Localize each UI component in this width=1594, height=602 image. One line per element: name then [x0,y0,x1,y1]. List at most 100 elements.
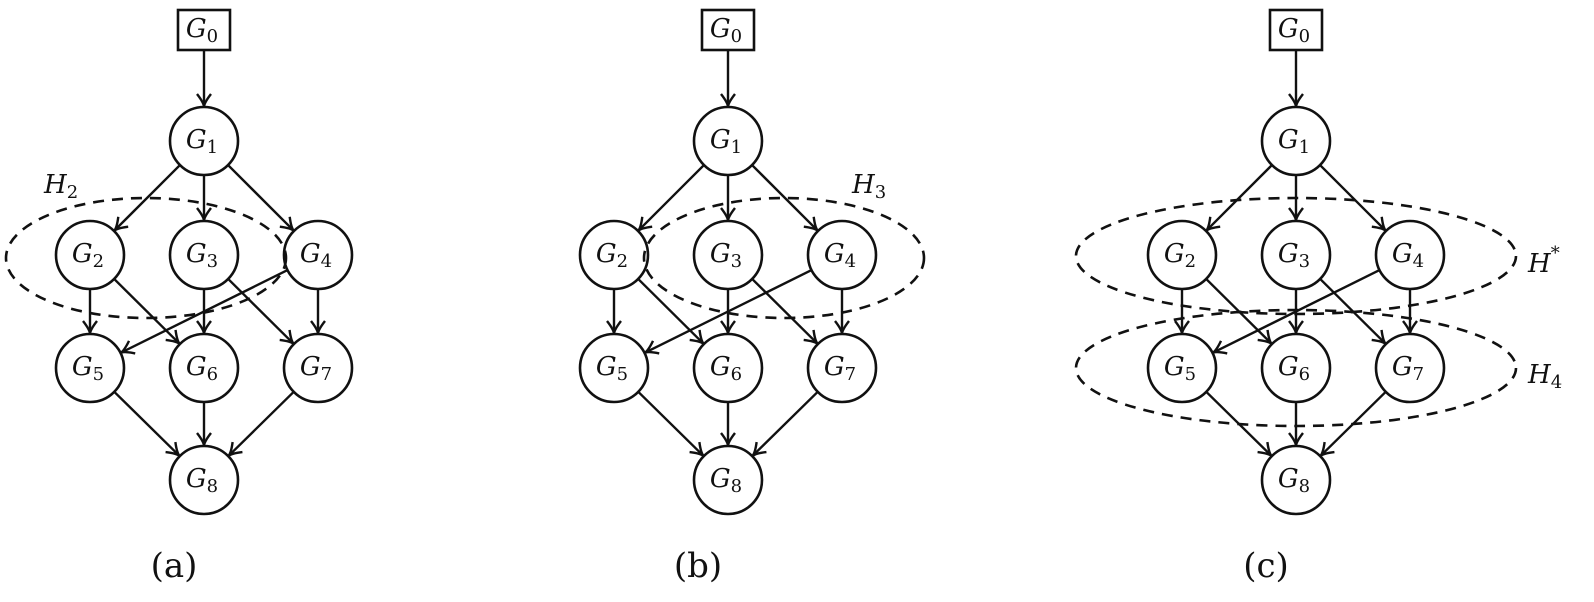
node-g2-label-sub: 2 [617,251,628,272]
group-label-h3: H3 [851,170,886,203]
node-g8-label-main: G [1278,464,1299,494]
node-g8-circle [1260,444,1332,516]
node-g4-circle [282,219,354,291]
edge-g5-g8 [113,390,181,458]
node-g4-label: G4 [1392,239,1424,272]
node-g4-label-main: G [300,239,321,269]
node-g5-label-sub: 5 [1185,364,1196,385]
node-g3-label: G3 [710,239,742,272]
edge-g1-g2 [113,164,181,232]
node-g8-label: G8 [1278,464,1310,497]
node-g4-label: G4 [824,239,856,272]
node-g5-label-main: G [1164,352,1185,382]
node-g5-label: G5 [596,352,628,385]
node-g5-circle [1146,332,1218,404]
node-g3-label: G3 [186,239,218,272]
node-g2-label: G2 [72,239,104,272]
node-g2-label-main: G [1164,239,1185,269]
group-ellipse-h4 [1074,308,1518,428]
node-g7-label-sub: 7 [321,364,332,385]
node-g3-label-sub: 3 [207,251,218,272]
node-g8-label: G8 [186,464,218,497]
group-label-hstar: H* [1527,243,1560,279]
node-g0-label: G0 [1278,14,1310,47]
node-g6-label: G6 [186,352,218,385]
node-g8-label-main: G [710,464,731,494]
node-g1-label: G1 [186,125,218,158]
node-g1-label-sub: 1 [731,137,742,158]
node-g5-circle [54,332,126,404]
node-g8-label-main: G [186,464,207,494]
node-g3-label-main: G [1278,239,1299,269]
node-g4-circle [806,219,878,291]
node-g7-label-main: G [1392,352,1413,382]
node-g0-label: G0 [186,14,218,47]
node-g6-circle [692,332,764,404]
node-g4-label-sub: 4 [1413,251,1424,272]
group-ellipse-hstar [1074,196,1518,316]
node-g7-label-sub: 7 [1413,364,1424,385]
node-g0-box [700,8,756,52]
node-g5-label-sub: 5 [617,364,628,385]
node-g7-circle [1374,332,1446,404]
edge-g1-g2 [1205,164,1273,232]
node-g5-label: G5 [1164,352,1196,385]
node-g4-label-main: G [1392,239,1413,269]
node-g1-circle [692,105,764,177]
node-g0-label-sub: 0 [207,26,218,47]
edge-g5-g8 [637,390,705,458]
node-g3-label-sub: 3 [1299,251,1310,272]
panel-caption: (c) [1243,546,1289,586]
node-g2-label: G2 [1164,239,1196,272]
group-label-h4: H4 [1527,360,1562,393]
node-g5-label: G5 [72,352,104,385]
edge-g1-g4 [1319,164,1387,232]
node-g1-label: G1 [710,125,742,158]
group-label-h3-main: H [851,170,876,200]
node-g1-label-main: G [186,125,207,155]
group-ellipse-h3 [642,196,926,320]
node-g6-label-sub: 6 [1299,364,1310,385]
node-g4-label: G4 [300,239,332,272]
node-g6-circle [168,332,240,404]
group-ellipse-h2 [4,196,288,320]
node-g0-label-main: G [710,14,731,44]
group-label-hstar-sup: * [1551,243,1560,264]
node-g1-label-main: G [710,125,731,155]
node-g4-label-main: G [824,239,845,269]
node-g6-label: G6 [1278,352,1310,385]
panel-caption: (b) [674,546,722,586]
node-g6-circle [1260,332,1332,404]
node-g3-label-main: G [186,239,207,269]
node-g2-label: G2 [596,239,628,272]
node-g6-label-main: G [186,352,207,382]
node-g0-label-sub: 0 [731,26,742,47]
edge-g2-g6 [113,278,181,345]
edge-g3-g7 [751,278,819,345]
node-g6-label-main: G [1278,352,1299,382]
group-label-hstar-main: H [1527,249,1552,279]
edge-g3-g7 [227,278,295,345]
node-g0-label-main: G [1278,14,1299,44]
node-g2-circle [578,219,650,291]
node-g6-label-main: G [710,352,731,382]
group-label-h3-sub: 3 [875,182,886,203]
node-g3-circle [692,219,764,291]
node-g4-circle [1374,219,1446,291]
node-g4-label-sub: 4 [845,251,856,272]
group-label-h4-sub: 4 [1551,372,1562,393]
node-g2-label-sub: 2 [1185,251,1196,272]
node-g6-label: G6 [710,352,742,385]
node-g7-label: G7 [1392,352,1424,385]
node-g7-label-main: G [824,352,845,382]
node-g1-circle [168,105,240,177]
node-g1-circle [1260,105,1332,177]
node-g7-circle [806,332,878,404]
node-g7-label: G7 [824,352,856,385]
node-g0-box [1268,8,1324,52]
edge-g1-g2 [637,164,705,232]
node-g7-label: G7 [300,352,332,385]
